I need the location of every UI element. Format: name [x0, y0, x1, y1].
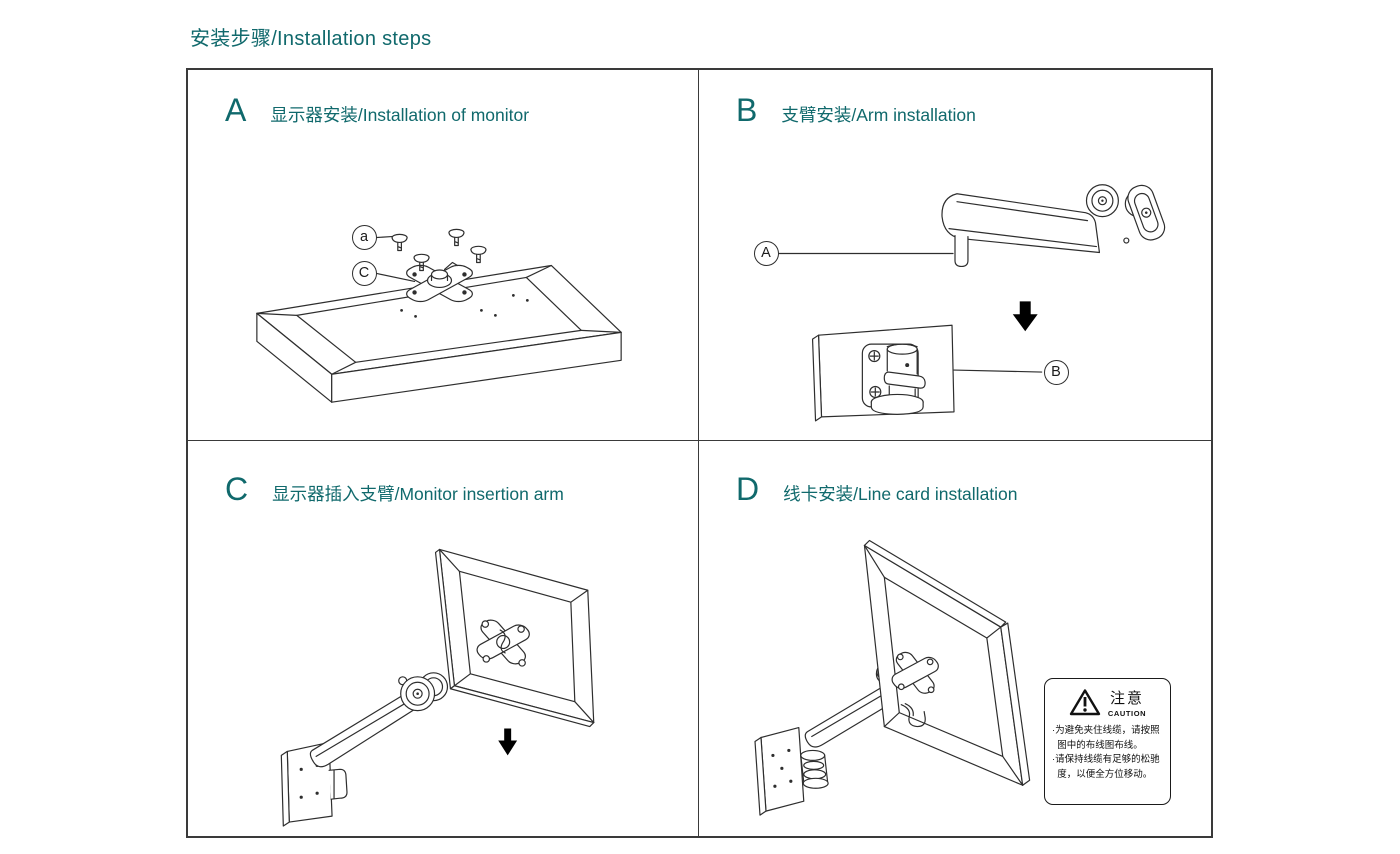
callout-a-label: a	[359, 229, 369, 245]
panel-step-d: D 线卡安装/Line card installation	[699, 441, 1211, 836]
callout-plate-b: B	[1043, 359, 1069, 385]
panel-b-header: B 支臂安装/Arm installation	[736, 94, 976, 127]
callout-c: C	[351, 260, 377, 286]
arm-illustration	[778, 184, 1166, 422]
down-arrow-icon	[498, 728, 518, 756]
screw-icon	[413, 253, 430, 272]
step-title: 显示器插入支臂/Monitor insertion arm	[272, 484, 564, 504]
step-letter: B	[736, 92, 758, 128]
panel-a-header: A 显示器安装/Installation of monitor	[225, 94, 529, 127]
cable-clip	[900, 704, 926, 728]
step-letter: C	[225, 471, 249, 507]
monitor-back	[434, 548, 595, 728]
monitor-back-slab	[256, 264, 622, 403]
vesa-plate	[383, 261, 496, 314]
caution-item: ·为避免夹住线缆，请按照图中的布线图布线。	[1052, 725, 1160, 751]
screw-icon	[470, 245, 487, 264]
assembled-arm-illustration	[754, 539, 1031, 816]
panel-step-c: C 显示器插入支臂/Monitor insertion arm	[188, 441, 699, 836]
callout-arm-a: A	[753, 240, 779, 266]
vesa-plate	[873, 635, 958, 711]
caution-item: ·请保持线缆有足够的松驰度，以便全方位移动。	[1052, 754, 1160, 781]
down-arrow-icon	[1012, 301, 1038, 332]
step-title: 显示器安装/Installation of monitor	[270, 105, 530, 125]
monitor-insertion-illustration	[280, 548, 595, 827]
step-title: 支臂安装/Arm installation	[781, 105, 976, 125]
caution-title-en: CAUTION	[1107, 709, 1147, 718]
screw-icon	[448, 228, 465, 247]
panel-c-header: C 显示器插入支臂/Monitor insertion arm	[225, 473, 564, 506]
screw-icon	[391, 233, 408, 252]
panel-d-header: D 线卡安装/Line card installation	[736, 473, 1018, 506]
callout-leader	[953, 369, 1043, 373]
caution-body: ·为避免夹住线缆，请按照图中的布线图布线。 ·请保持线缆有足够的松驰度，以便全方…	[1052, 724, 1163, 783]
page-title: 安装步骤/Installation steps	[190, 28, 432, 50]
panel-step-a: A 显示器安装/Installation of monitor	[188, 70, 699, 441]
callout-c-label: C	[358, 265, 370, 281]
monitor-back	[863, 539, 1031, 786]
steps-grid: A 显示器安装/Installation of monitor	[186, 68, 1213, 838]
warning-triangle-icon	[1069, 689, 1101, 716]
caution-titles: 注意 CAUTION	[1108, 687, 1146, 718]
panel-step-b: B 支臂安装/Arm installation	[699, 70, 1211, 441]
callout-leader	[376, 272, 416, 283]
arm-assembly	[280, 672, 449, 827]
monitor-base-illustration	[256, 228, 622, 403]
vesa-plate	[456, 601, 551, 667]
callout-leader	[376, 235, 393, 239]
step-title: 线卡安装/Line card installation	[783, 484, 1018, 504]
mount-plate-assembly	[811, 324, 955, 422]
step-letter: D	[736, 471, 760, 507]
step-letter: A	[225, 92, 247, 128]
callout-arm-a-label: A	[761, 245, 771, 261]
caution-title-cn: 注意	[1109, 690, 1144, 707]
support-arm	[941, 184, 1166, 268]
callout-a: a	[351, 224, 377, 250]
caution-header: 注意 CAUTION	[1052, 687, 1163, 718]
arm-assembly	[754, 663, 915, 816]
caution-box: 注意 CAUTION ·为避免夹住线缆，请按照图中的布线图布线。 ·请保持线缆有…	[1044, 678, 1171, 805]
callout-plate-b-label: B	[1051, 364, 1061, 380]
